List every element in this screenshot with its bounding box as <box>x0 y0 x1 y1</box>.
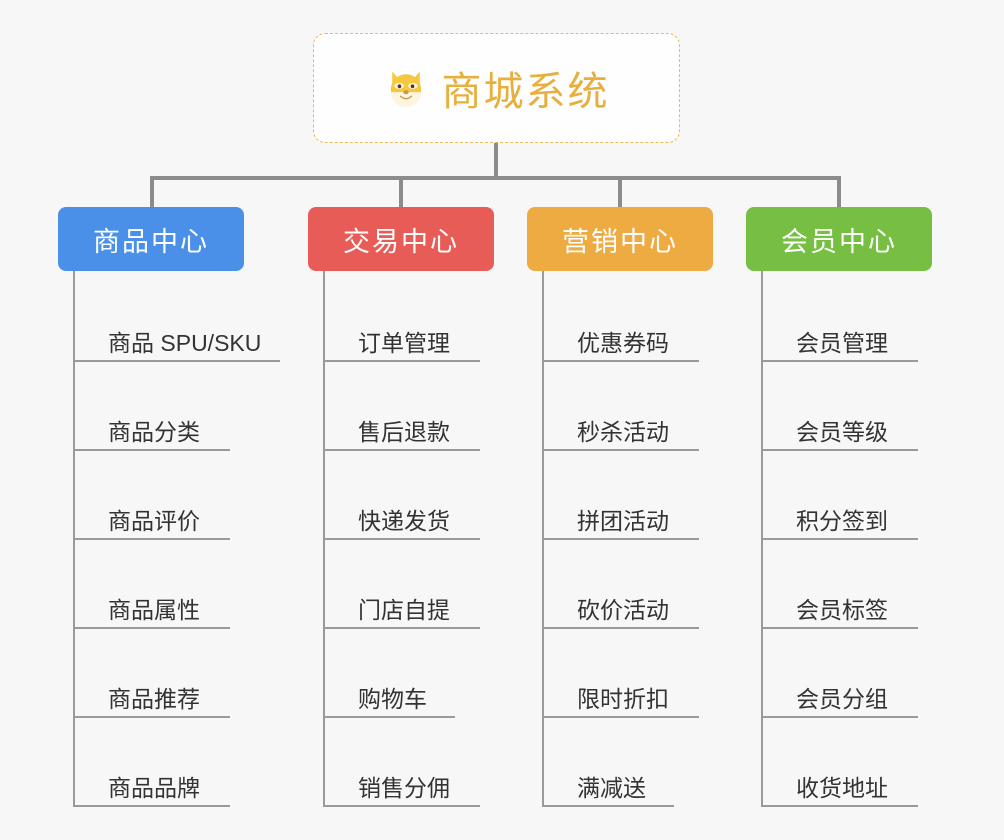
leaf-item-label: 会员管理 <box>796 329 888 356</box>
leaf-item[interactable]: 商品评价 <box>75 451 244 540</box>
leaf-item[interactable]: 满减送 <box>544 718 713 807</box>
leaf-item[interactable]: 商品推荐 <box>75 629 244 718</box>
leaf-item-underline <box>325 716 455 718</box>
leaf-item-underline <box>75 805 230 807</box>
leaf-item[interactable]: 售后退款 <box>325 362 494 451</box>
leaf-item[interactable]: 限时折扣 <box>544 629 713 718</box>
leaf-item-label: 快递发货 <box>358 507 450 534</box>
connector-root-stem <box>494 143 498 178</box>
leaf-item-underline <box>763 538 918 540</box>
leaf-item[interactable]: 拼团活动 <box>544 451 713 540</box>
category-header-trade-center[interactable]: 交易中心 <box>308 207 494 271</box>
leaf-item-label: 限时折扣 <box>577 685 669 712</box>
leaf-item-underline <box>544 627 699 629</box>
leaf-item[interactable]: 商品品牌 <box>75 718 244 807</box>
leaf-item[interactable]: 积分签到 <box>763 451 932 540</box>
branch-column-marketing-center: 营销中心优惠券码秒杀活动拼团活动砍价活动限时折扣满减送 <box>527 207 713 807</box>
leaf-item-underline <box>325 805 480 807</box>
leaf-item-underline <box>75 538 230 540</box>
leaf-list: 订单管理售后退款快递发货门店自提购物车销售分佣 <box>323 271 494 807</box>
leaf-item-underline <box>75 449 230 451</box>
leaf-item-label: 拼团活动 <box>577 507 669 534</box>
leaf-item-underline <box>325 627 480 629</box>
branch-column-member-center: 会员中心会员管理会员等级积分签到会员标签会员分组收货地址 <box>746 207 932 807</box>
leaf-item-underline <box>75 360 280 362</box>
root-title: 商城系统 <box>441 70 610 114</box>
leaf-item-underline <box>763 360 918 362</box>
leaf-item-underline <box>763 449 918 451</box>
connector-drop-1 <box>150 176 154 209</box>
leaf-item-label: 收货地址 <box>796 774 888 801</box>
leaf-item-underline <box>75 716 230 718</box>
leaf-item-label: 购物车 <box>358 685 427 712</box>
leaf-item-label: 销售分佣 <box>358 774 450 801</box>
connector-drop-3 <box>618 176 622 209</box>
leaf-item-underline <box>763 627 918 629</box>
category-header-member-center[interactable]: 会员中心 <box>746 207 932 271</box>
leaf-item-label: 砍价活动 <box>577 596 669 623</box>
leaf-item-label: 商品属性 <box>108 596 200 623</box>
leaf-item-underline <box>544 805 674 807</box>
connector-horizontal-bus <box>150 176 840 180</box>
leaf-item-underline <box>325 449 480 451</box>
leaf-item-label: 商品分类 <box>108 418 200 445</box>
leaf-item-label: 优惠券码 <box>577 329 669 356</box>
leaf-item-underline <box>544 449 699 451</box>
leaf-list: 商品 SPU/SKU 商品分类商品评价商品属性商品推荐商品品牌 <box>73 271 280 807</box>
leaf-item-label: 会员等级 <box>796 418 888 445</box>
leaf-item-label: 会员标签 <box>796 596 888 623</box>
leaf-item[interactable]: 快递发货 <box>325 451 494 540</box>
category-header-marketing-center[interactable]: 营销中心 <box>527 207 713 271</box>
root-node[interactable]: 商城系统 <box>313 33 680 143</box>
leaf-item-underline <box>325 360 480 362</box>
leaf-item-label: 会员分组 <box>796 685 888 712</box>
leaf-item[interactable]: 砍价活动 <box>544 540 713 629</box>
leaf-item-underline <box>763 805 918 807</box>
leaf-item-underline <box>544 360 699 362</box>
leaf-item-underline <box>763 716 918 718</box>
leaf-item[interactable]: 会员管理 <box>763 273 932 362</box>
leaf-item[interactable]: 购物车 <box>325 629 494 718</box>
leaf-item[interactable]: 销售分佣 <box>325 718 494 807</box>
leaf-item-underline <box>544 538 699 540</box>
connector-drop-4 <box>837 176 841 209</box>
leaf-item-underline <box>544 716 699 718</box>
leaf-item-underline <box>75 627 230 629</box>
leaf-item[interactable]: 商品 SPU/SKU <box>75 273 280 362</box>
leaf-item[interactable]: 会员标签 <box>763 540 932 629</box>
leaf-list: 会员管理会员等级积分签到会员标签会员分组收货地址 <box>761 271 932 807</box>
leaf-item-label: 商品推荐 <box>108 685 200 712</box>
leaf-list: 优惠券码秒杀活动拼团活动砍价活动限时折扣满减送 <box>542 271 713 807</box>
leaf-item[interactable]: 秒杀活动 <box>544 362 713 451</box>
leaf-item-label: 商品品牌 <box>108 774 200 801</box>
leaf-item-label: 商品 SPU/SKU <box>108 329 262 356</box>
leaf-item-label: 门店自提 <box>358 596 450 623</box>
branch-column-product-center: 商品中心商品 SPU/SKU 商品分类商品评价商品属性商品推荐商品品牌 <box>58 207 280 807</box>
category-header-product-center[interactable]: 商品中心 <box>58 207 244 271</box>
category-label: 商品中心 <box>93 226 209 257</box>
leaf-item-label: 积分签到 <box>796 507 888 534</box>
leaf-item-label: 秒杀活动 <box>577 418 669 445</box>
leaf-item-underline <box>325 538 480 540</box>
leaf-item-label: 售后退款 <box>358 418 450 445</box>
leaf-item[interactable]: 会员等级 <box>763 362 932 451</box>
leaf-item[interactable]: 优惠券码 <box>544 273 713 362</box>
leaf-item-label: 订单管理 <box>358 329 450 356</box>
category-label: 营销中心 <box>562 226 678 257</box>
leaf-item-label: 满减送 <box>577 774 646 801</box>
branch-column-trade-center: 交易中心订单管理售后退款快递发货门店自提购物车销售分佣 <box>308 207 494 807</box>
leaf-item[interactable]: 门店自提 <box>325 540 494 629</box>
leaf-item-label: 商品评价 <box>108 507 200 534</box>
leaf-item[interactable]: 商品分类 <box>75 362 244 451</box>
category-label: 交易中心 <box>343 226 459 257</box>
dog-face-icon <box>384 66 428 110</box>
connector-drop-2 <box>399 176 403 209</box>
leaf-item[interactable]: 会员分组 <box>763 629 932 718</box>
leaf-item[interactable]: 收货地址 <box>763 718 932 807</box>
category-label: 会员中心 <box>781 226 897 257</box>
leaf-item[interactable]: 订单管理 <box>325 273 494 362</box>
leaf-item[interactable]: 商品属性 <box>75 540 244 629</box>
